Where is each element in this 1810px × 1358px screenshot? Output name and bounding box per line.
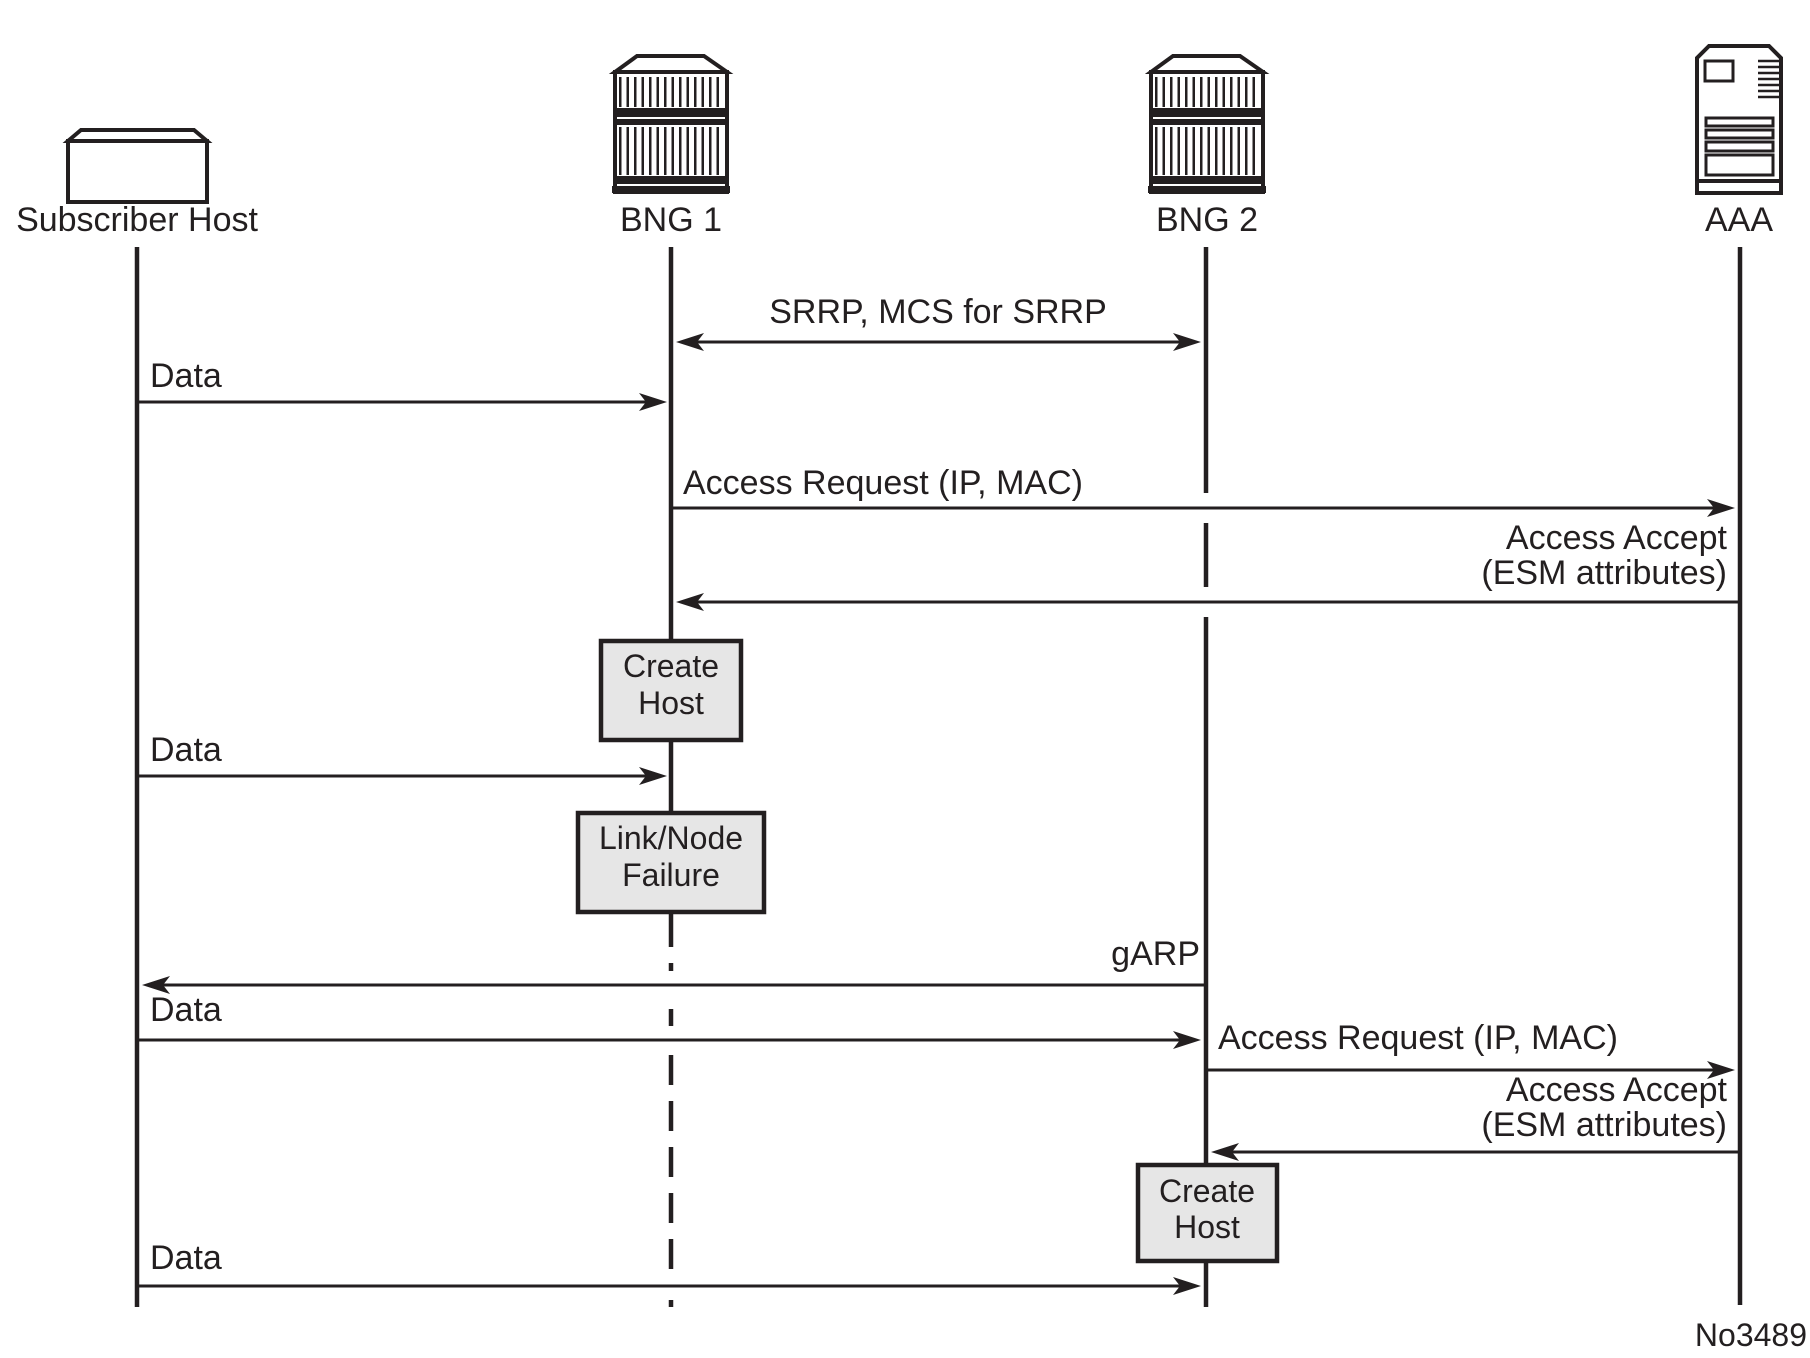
message-label-line1: Access Accept [1505,519,1727,557]
figure-number: No3489 [1694,1317,1807,1353]
chassis-stripes-bng1-upper [619,77,723,107]
message-label-access-request-2: Access Request (IP, MAC) [1218,1019,1618,1057]
create-host-box-2 [1135,1162,1280,1264]
message-label-line2: (ESM attributes) [1481,554,1727,592]
message-label-garp: gARP [1111,935,1200,973]
box-label-line2: Failure [622,857,720,893]
message-label-data-2: Data [150,731,222,769]
arrow-srrp [676,333,1201,351]
actor-label-aaa: AAA [1704,201,1774,239]
box-label-line2: Host [638,685,704,721]
message-label-line1: Access Accept [1505,1071,1727,1109]
arrow-access-request-1 [671,499,1735,517]
chassis-stripes-bng2-upper [1155,77,1259,107]
create-host-box-1 [598,638,744,743]
activity-box-label-create-host-1: Create Host [623,648,719,722]
message-label-data-1: Data [150,357,222,395]
message-arrows [137,333,1740,1295]
arrow-data-4 [137,1277,1201,1295]
message-label-data-4: Data [150,1239,222,1277]
activity-box-label-link-node-failure: Link/Node Failure [599,820,743,894]
message-label-line2: (ESM attributes) [1481,1106,1727,1144]
message-label-access-request-1: Access Request (IP, MAC) [683,464,1083,502]
arrow-data-1 [137,393,667,411]
box-label-line1: Create [622,648,720,684]
actor-label-bng1: BNG 1 [619,201,723,239]
message-label-access-accept-1: Access Accept (ESM attributes) [1481,521,1727,591]
message-label-access-accept-2: Access Accept (ESM attributes) [1481,1073,1727,1143]
chassis-stripes-bng1-lower [619,127,723,175]
arrow-access-accept-2 [1211,1143,1740,1161]
box-label-line1: Create [1158,1173,1256,1209]
activity-box-label-create-host-2: Create Host [1159,1173,1255,1245]
arrow-data-3 [137,1031,1201,1049]
activity-boxes [575,638,1280,1264]
host-box-icon [62,128,213,204]
actor-label-bng2: BNG 2 [1155,201,1259,239]
server-vent-lines [1758,59,1780,99]
arrow-garp [142,976,1206,994]
box-label-line1: Link/Node [598,820,744,856]
message-label-srrp: SRRP, MCS for SRRP [769,293,1107,331]
link-node-failure-box [575,810,767,915]
box-label-line2: Host [1174,1209,1240,1245]
arrow-access-request-2 [1206,1061,1735,1079]
arrow-data-2 [137,767,667,785]
message-label-data-3: Data [150,991,222,1029]
arrow-access-accept-1 [676,593,1740,611]
chassis-stripes-bng2-lower [1155,127,1259,175]
actor-label-subscriber-host: Subscriber Host [16,201,258,239]
server-tower-icon [1695,44,1783,195]
